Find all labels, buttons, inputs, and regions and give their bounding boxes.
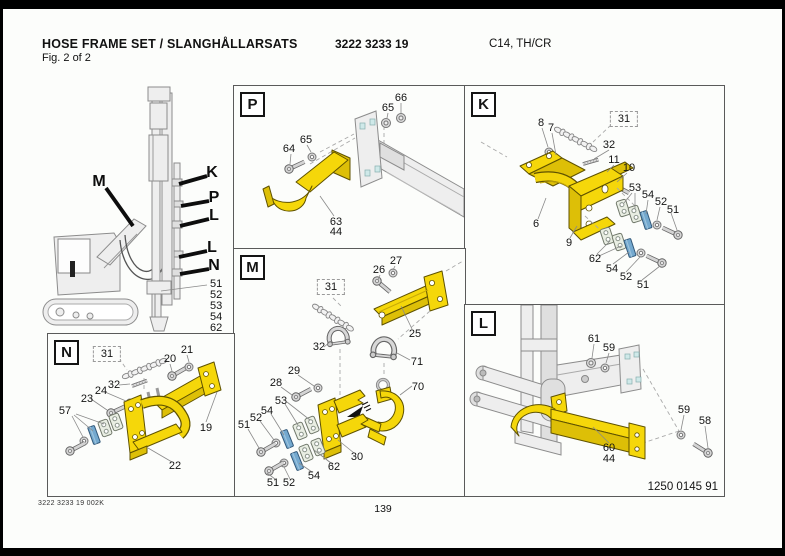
overview-label-P: P [208, 189, 220, 206]
part-callout-63: 63 [329, 216, 343, 228]
part-callout-31: 31 [316, 279, 346, 295]
overview-part-51: 51 [210, 278, 223, 290]
part-callout-19: 19 [199, 422, 213, 434]
part-callout-54: 54 [641, 189, 655, 201]
part-callout-25: 25 [408, 328, 422, 340]
part-callout-62: 62 [327, 461, 341, 473]
overview-part-52: 52 [210, 289, 223, 301]
part-callout-71: 71 [410, 356, 424, 368]
part-callout-52: 52 [249, 412, 263, 424]
part-callout-32: 32 [602, 139, 616, 151]
panel-letter-k: K [471, 92, 496, 117]
overview-label-K: K [206, 164, 218, 181]
part-callout-30: 30 [350, 451, 364, 463]
part-callout-11: 11 [608, 154, 620, 166]
panel-letter-p: P [240, 92, 265, 117]
part-callout-23: 23 [80, 393, 94, 405]
part-callout-51: 51 [666, 204, 680, 216]
part-callout-9: 9 [565, 237, 573, 249]
part-callout-65: 65 [381, 102, 395, 114]
part-callout-20: 20 [163, 353, 177, 365]
overview-label-L: L [207, 239, 217, 256]
part-callout-44: 44 [602, 453, 616, 465]
panel-l-drawing [469, 305, 724, 496]
part-callout-22: 22 [168, 460, 182, 472]
page-number: 139 [374, 503, 392, 515]
part-callout-61: 61 [587, 333, 601, 345]
part-callout-32: 32 [107, 379, 121, 391]
part-callout-44: 44 [329, 226, 343, 238]
part-callout-54: 54 [605, 263, 619, 275]
part-callout-24: 24 [94, 385, 108, 397]
part-callout-59: 59 [602, 342, 616, 354]
part-callout-10: 10 [622, 162, 636, 174]
part-callout-26: 26 [372, 264, 386, 276]
part-callout-51: 51 [237, 419, 251, 431]
part-callout-58: 58 [698, 415, 712, 427]
part-callout-52: 52 [619, 271, 633, 283]
figure-caption: Fig. 2 of 2 [42, 52, 91, 64]
part-callout-28: 28 [269, 377, 283, 389]
panel-letter-n: N [54, 340, 79, 365]
part-callout-70: 70 [411, 381, 425, 393]
part-callout-53: 53 [628, 182, 642, 194]
overview-part-54: 54 [210, 311, 223, 323]
page-title: HOSE FRAME SET / SLANGHÅLLARSATS [42, 37, 298, 51]
panel-letter-l: L [471, 311, 496, 336]
part-callout-64: 64 [282, 143, 296, 155]
overview-part-53: 53 [210, 300, 223, 312]
part-callout-54: 54 [260, 405, 274, 417]
panel-n-drawing [48, 354, 222, 463]
overview-label-L: L [209, 207, 219, 224]
part-callout-52: 52 [654, 196, 668, 208]
footer-doc-ref: 3222 3233 19 002K [38, 500, 105, 507]
part-callout-54: 54 [307, 470, 321, 482]
part-callout-62: 62 [588, 253, 602, 265]
panel-m-drawing [247, 260, 464, 480]
part-callout-32: 32 [312, 341, 326, 353]
overview-part-62: 62 [210, 322, 223, 334]
part-callout-66: 66 [394, 92, 408, 104]
model-code: C14, TH/CR [489, 38, 552, 50]
part-callout-31: 31 [92, 346, 122, 362]
overview-label-M: M [92, 173, 106, 190]
part-callout-27: 27 [389, 255, 403, 267]
panel-letter-m: M [240, 255, 265, 280]
overview-label-N: N [208, 257, 220, 274]
part-callout-8: 8 [537, 117, 545, 129]
part-callout-31: 31 [609, 111, 639, 127]
panel-k-drawing [480, 124, 724, 281]
part-callout-53: 53 [274, 395, 288, 407]
part-callout-51: 51 [266, 477, 280, 489]
part-callout-29: 29 [287, 365, 301, 377]
part-callout-52: 52 [282, 477, 296, 489]
part-callout-57: 57 [58, 405, 72, 417]
part-callout-65: 65 [299, 134, 313, 146]
part-callout-60: 60 [602, 442, 616, 454]
part-callout-59: 59 [677, 404, 691, 416]
part-callout-51: 51 [636, 279, 650, 291]
drill-rig-drawing [42, 86, 210, 332]
document-number: 3222 3233 19 [335, 37, 409, 51]
figure-reference-number: 1250 0145 91 [647, 481, 718, 493]
part-callout-7: 7 [547, 122, 555, 134]
part-callout-6: 6 [532, 218, 540, 230]
part-callout-21: 21 [180, 344, 194, 356]
panel-p-drawing [262, 103, 465, 218]
